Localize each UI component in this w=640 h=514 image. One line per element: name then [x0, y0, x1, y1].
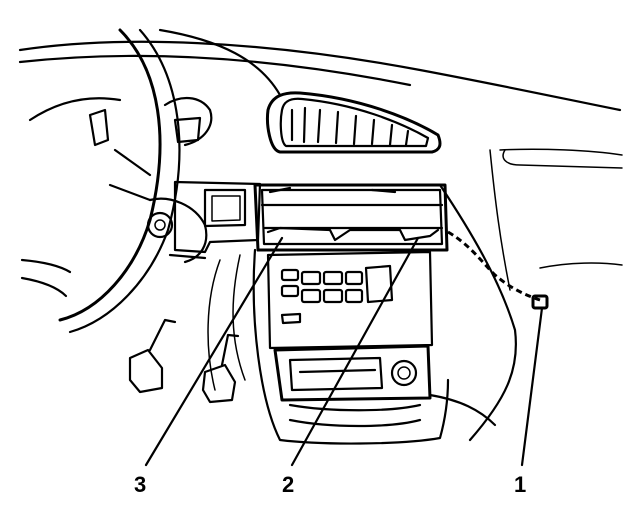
- callout-2: 2: [282, 472, 294, 497]
- left-switch-panel: [173, 180, 262, 254]
- leader-line-1: [520, 306, 544, 467]
- callout-1: 1: [514, 472, 526, 497]
- antenna-cable: [447, 230, 549, 310]
- center-air-vent: [266, 91, 442, 154]
- dashboard-outline: [18, 28, 623, 442]
- climate-control-panel: [266, 250, 434, 350]
- callout-3: 3: [134, 472, 146, 497]
- radio-opening: [253, 183, 449, 252]
- steering-wheel: [20, 28, 213, 334]
- leader-lines: [144, 236, 544, 467]
- leader-line-2: [290, 236, 420, 467]
- leader-line-3: [144, 236, 284, 467]
- pedals: [128, 318, 240, 404]
